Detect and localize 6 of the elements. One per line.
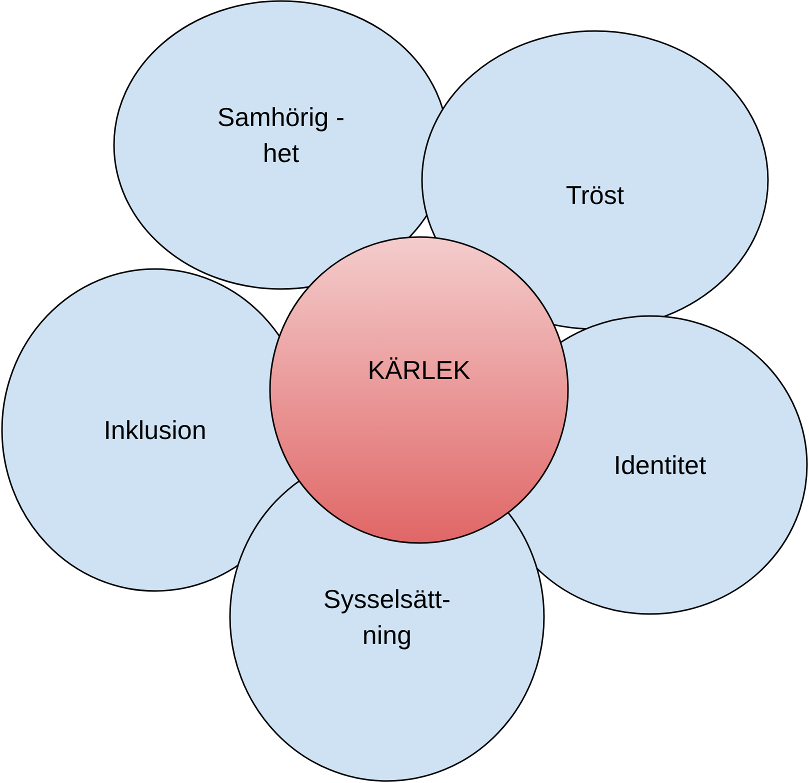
petal-label: Tröst [564,179,626,212]
petal-label: Identitet [612,449,708,482]
petal-label: Inklusion [102,414,208,447]
petal-label: Sysselsätt- ning [322,583,452,652]
petal-label: Samhörig -het [216,101,346,170]
center-label: KÄRLEK [366,354,472,387]
